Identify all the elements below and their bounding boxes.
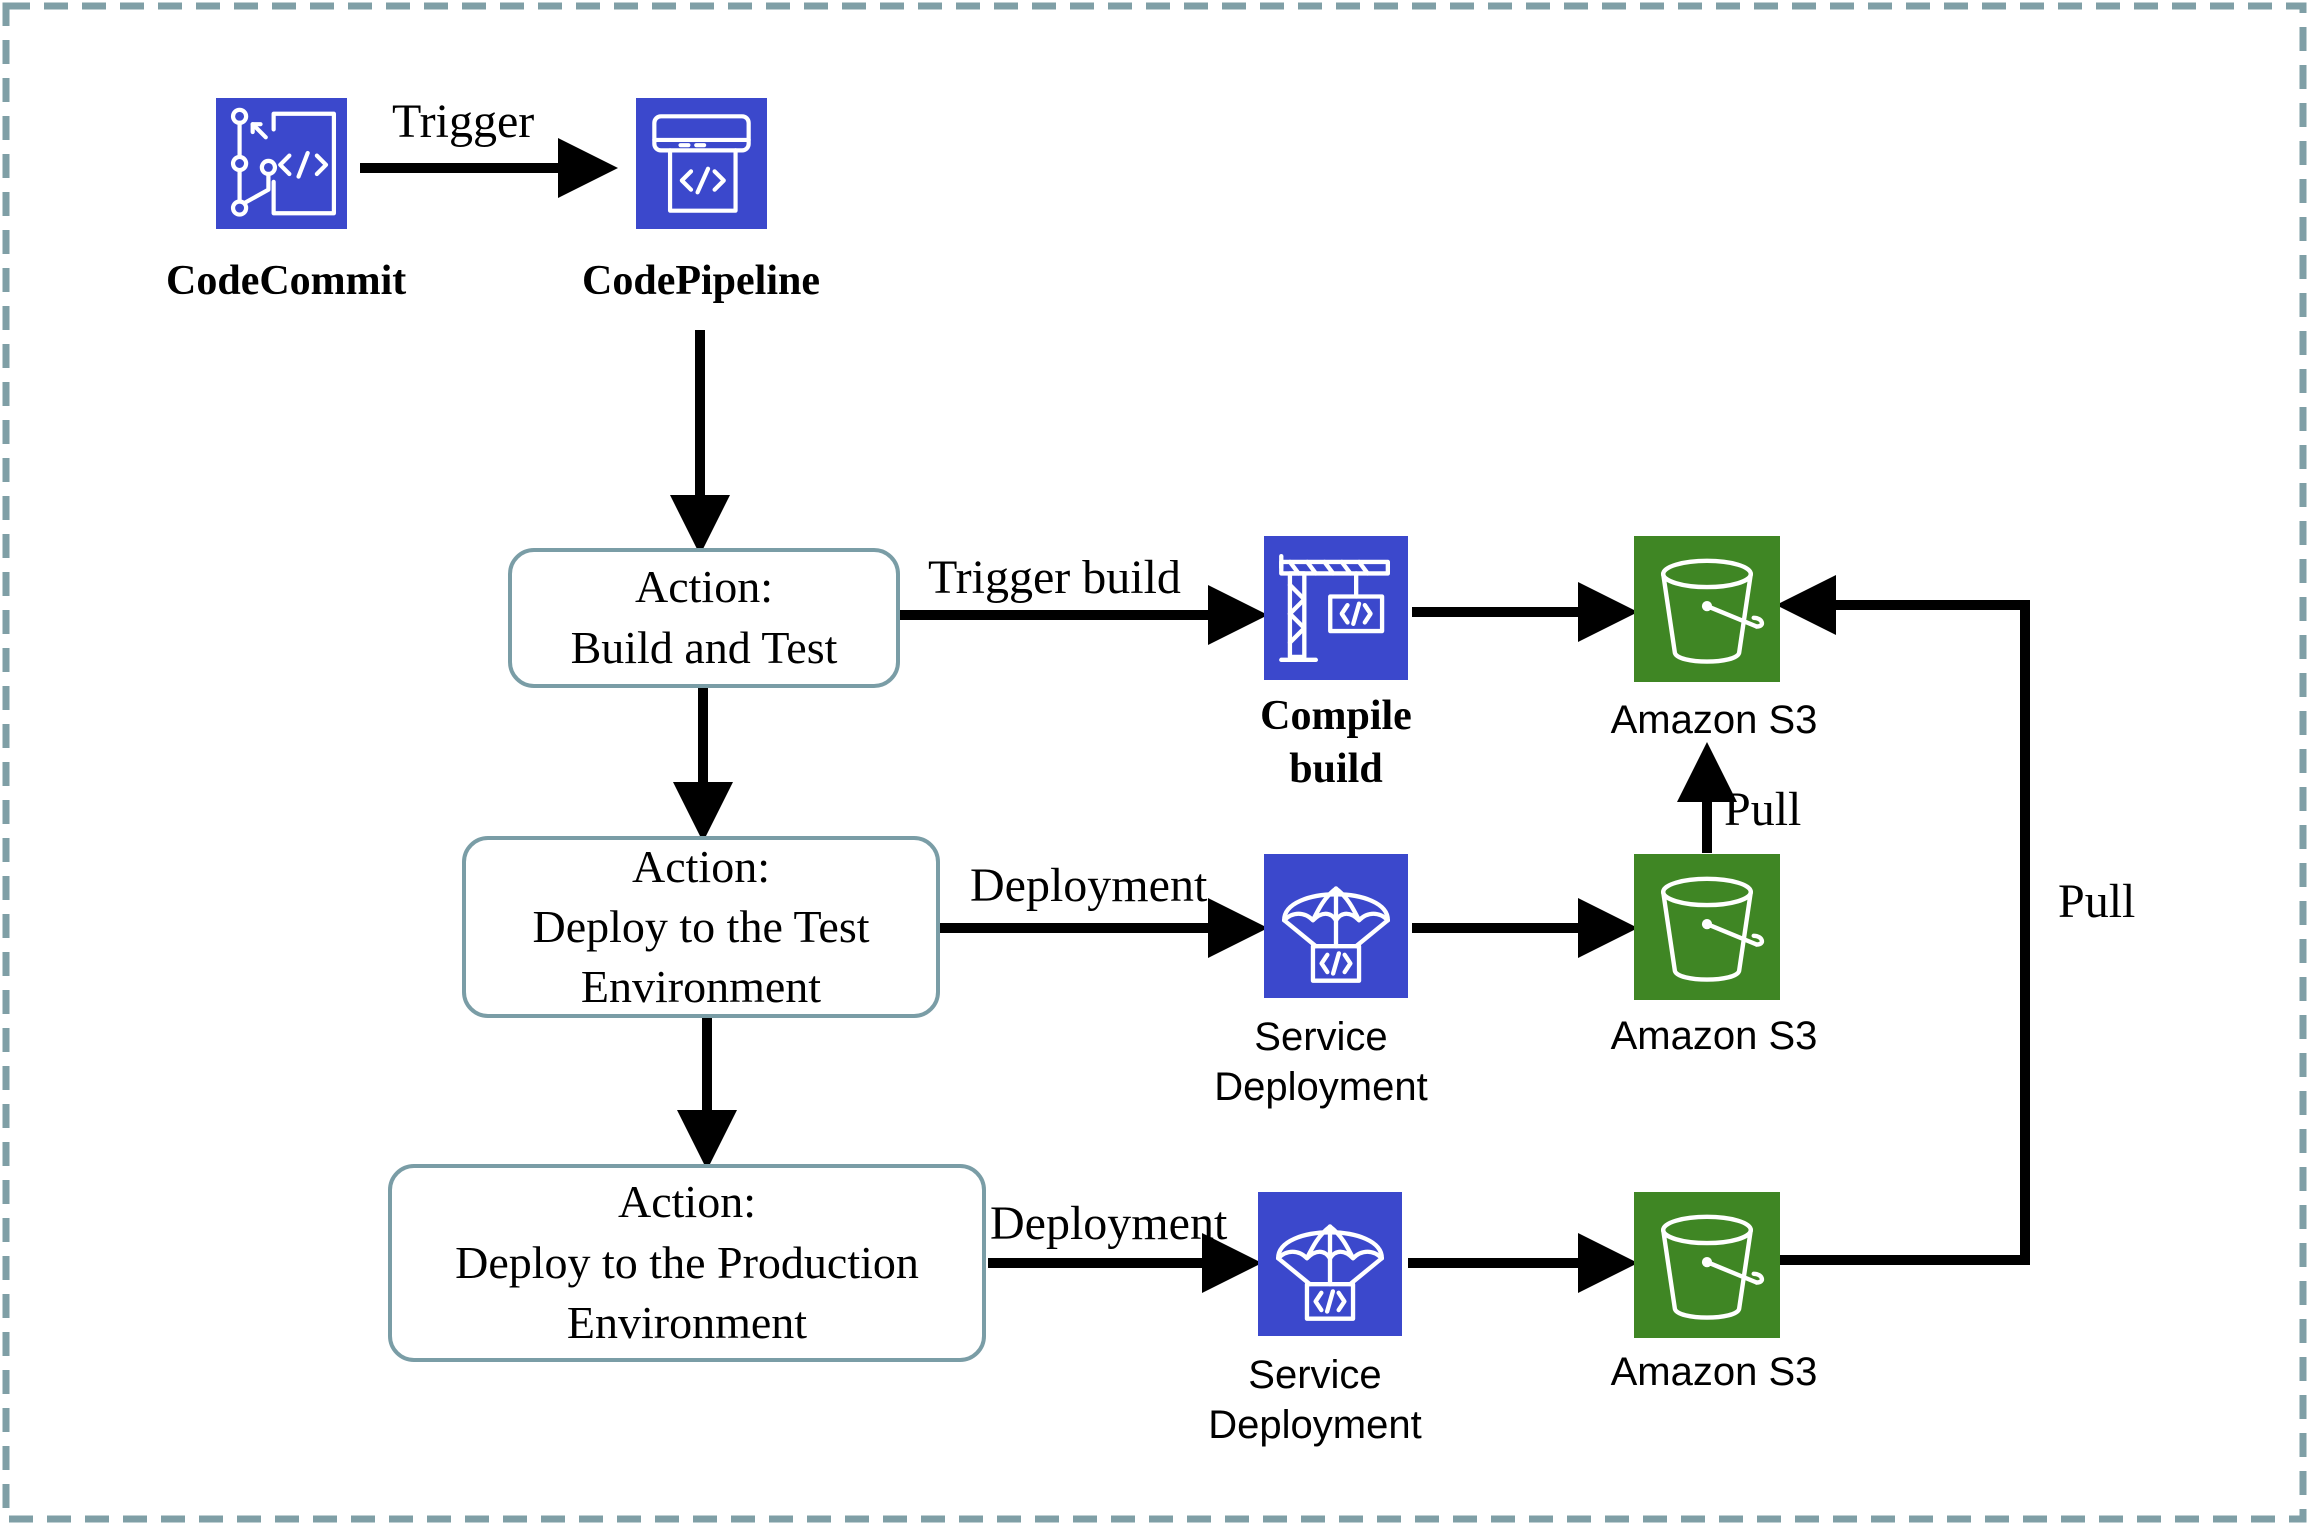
service-deployment-prod-line1: Service <box>1248 1353 1382 1397</box>
action-deploy-production: Action: Deploy to the Production Environ… <box>388 1164 986 1362</box>
codebuild-icon <box>1264 536 1408 680</box>
service-deployment-test-node <box>1264 854 1408 998</box>
edge-label-pull-loop: Pull <box>2058 875 2136 928</box>
codepipeline-icon <box>636 98 767 229</box>
codedeploy-icon <box>1258 1192 1402 1336</box>
edge-label-trigger: Trigger <box>392 95 535 148</box>
codecommit-label: CodeCommit <box>166 258 407 304</box>
action-deploy-prod-line2: Deploy to the Production <box>455 1236 919 1288</box>
codepipeline-label: CodePipeline <box>582 258 820 304</box>
edge-label-deployment-test: Deployment <box>970 859 1208 912</box>
service-deployment-prod-line2: Deployment <box>1208 1403 1422 1447</box>
action-deploy-test-line3: Environment <box>580 960 822 1012</box>
compile-build-line1: Compile <box>1260 693 1412 739</box>
action-deploy-test-line2: Deploy to the Test <box>532 901 870 953</box>
codepipeline-node <box>636 98 767 229</box>
action-deploy-prod-line3: Environment <box>566 1297 808 1349</box>
s3-bucket-icon <box>1634 536 1780 682</box>
action-deploy-prod-line1: Action: <box>618 1175 756 1227</box>
action-build-line1: Action: <box>635 561 773 613</box>
action-build-line2: Build and Test <box>570 622 838 673</box>
s3-bucket-icon <box>1634 1192 1780 1338</box>
service-deployment-prod-node <box>1258 1192 1402 1336</box>
action-deploy-test: Action: Deploy to the Test Environment <box>462 836 940 1018</box>
action-build-and-test: Action: Build and Test <box>508 548 900 688</box>
s3-test-label: Amazon S3 <box>1610 1014 1818 1058</box>
compile-build-label: Compile build <box>1226 690 1446 795</box>
service-deployment-test-line1: Service <box>1254 1015 1388 1059</box>
service-deployment-test-label: Service Deployment <box>1196 1012 1446 1112</box>
compile-build-node <box>1264 536 1408 680</box>
codecommit-node <box>216 98 347 229</box>
s3-prod-label: Amazon S3 <box>1610 1350 1818 1394</box>
s3-bucket-icon <box>1634 854 1780 1000</box>
s3-build-node <box>1634 536 1780 682</box>
codecommit-icon <box>216 98 347 229</box>
edge-label-pull-vertical: Pull <box>1724 783 1802 836</box>
s3-test-node <box>1634 854 1780 1000</box>
service-deployment-test-line2: Deployment <box>1214 1065 1428 1109</box>
s3-build-label: Amazon S3 <box>1610 698 1818 742</box>
edge-label-trigger-build: Trigger build <box>928 551 1181 604</box>
compile-build-line2: build <box>1289 745 1383 792</box>
s3-prod-node <box>1634 1192 1780 1338</box>
codedeploy-icon <box>1264 854 1408 998</box>
arrow-pull-loop-s3-prod-to-s3-build <box>1776 575 2030 1265</box>
service-deployment-prod-label: Service Deployment <box>1190 1350 1440 1450</box>
action-deploy-test-line1: Action: <box>632 841 770 893</box>
edge-label-deployment-prod: Deployment <box>990 1197 1228 1250</box>
